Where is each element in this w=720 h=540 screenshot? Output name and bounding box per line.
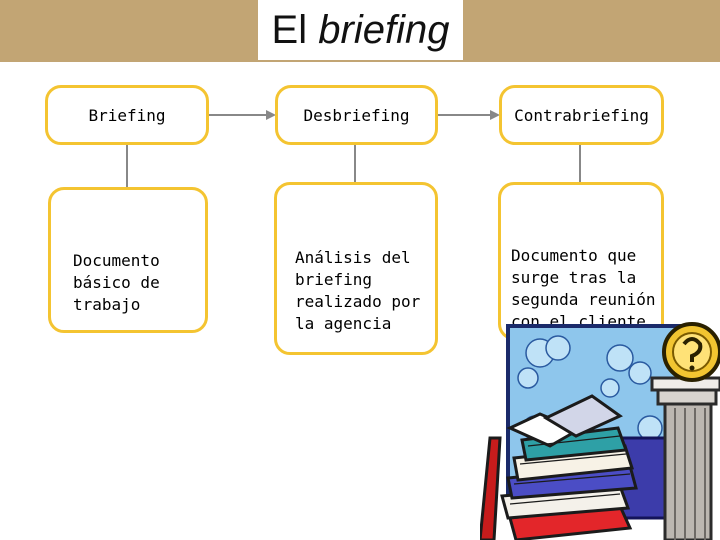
description-desbriefing: Análisis del briefing realizado por la a…	[295, 248, 421, 333]
heading-box-briefing: Briefing	[45, 85, 209, 145]
title-box: El briefing	[258, 0, 463, 60]
books-and-column-clipart-icon	[480, 322, 720, 540]
description-box-briefing: Documento básico de trabajo	[48, 187, 208, 333]
description-contrabriefing: Documento que surge tras la segunda reun…	[511, 246, 656, 331]
slide-title: El briefing	[271, 7, 450, 52]
arrowhead-1-2	[266, 110, 276, 120]
heading-box-desbriefing: Desbriefing	[275, 85, 438, 145]
heading-briefing: Briefing	[88, 105, 166, 125]
heading-box-contrabriefing: Contrabriefing	[499, 85, 664, 145]
arrowhead-2-3	[490, 110, 500, 120]
description-box-contrabriefing: Documento que surge tras la segunda reun…	[498, 182, 664, 340]
heading-desbriefing: Desbriefing	[303, 105, 410, 125]
heading-contrabriefing: Contrabriefing	[514, 105, 649, 125]
description-box-desbriefing: Análisis del briefing realizado por la a…	[274, 182, 438, 355]
description-briefing: Documento básico de trabajo	[73, 251, 160, 314]
